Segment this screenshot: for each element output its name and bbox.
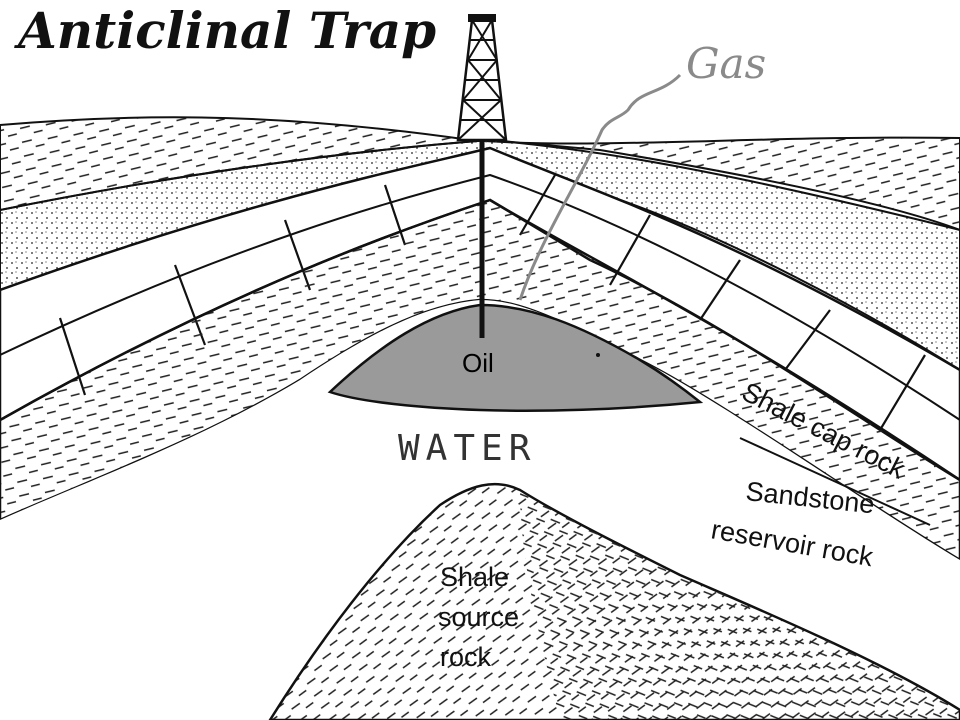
oil-label: Oil [462, 348, 494, 378]
gas-label: Gas [686, 39, 766, 88]
source-label-line3: rock [440, 642, 492, 672]
shale-source-rock [268, 482, 960, 720]
oil-pocket: Oil [327, 303, 704, 412]
gas-leader-line [518, 73, 682, 301]
source-label-line2: source [438, 602, 519, 632]
water-label: WATER [398, 428, 536, 469]
diagram-title: Anticlinal Trap [14, 1, 436, 60]
cap-rock-leader-line [739, 437, 931, 526]
source-label-line1: Shale [440, 562, 509, 592]
drilling-derrick-icon [456, 14, 508, 338]
